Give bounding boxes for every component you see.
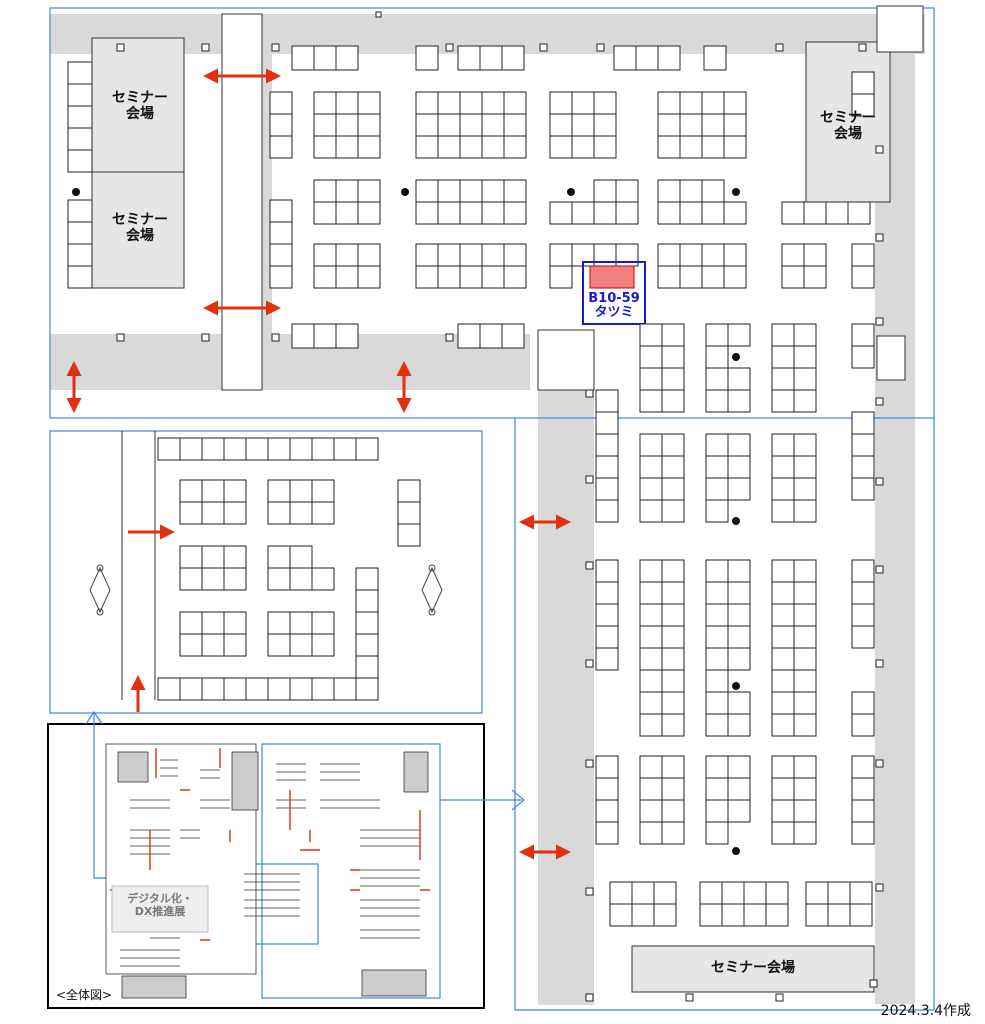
highlighted-booth-outline: [582, 261, 646, 325]
middle-hall: [49, 430, 483, 714]
booth-name: タツミ: [594, 305, 634, 320]
seminar-label-top-left-1: セミナー 会場: [100, 90, 180, 122]
top-hall: [49, 5, 935, 1011]
seminar-label-line: セミナー: [820, 110, 876, 126]
seminar-room: [631, 945, 875, 993]
overview-label-line: デジタル化・: [127, 892, 193, 905]
overview-caption: <全体図>: [56, 988, 113, 1002]
overview-label-line: DX推進展: [134, 905, 186, 918]
seminar-label-line: セミナー: [112, 212, 168, 228]
overview-hall-label: デジタル化・ DX推進展: [112, 892, 208, 918]
highlighted-booth-label[interactable]: B10-59 タツミ: [583, 292, 645, 320]
seminar-label-line: 会場: [834, 126, 862, 142]
seminar-room: [91, 37, 185, 173]
seminar-label-line: 会場: [126, 228, 154, 244]
booth-code: B10-59: [588, 291, 640, 306]
seminar-room: [91, 171, 185, 289]
seminar-label-top-left-2: セミナー 会場: [100, 212, 180, 244]
seminar-label-bottom: セミナー会場: [711, 960, 795, 976]
overview-map: [47, 710, 525, 1009]
seminar-label-line: セミナー: [112, 90, 168, 106]
seminar-room: [805, 41, 891, 203]
right-hall: [519, 323, 884, 1002]
seminar-label-line: 会場: [126, 106, 154, 122]
created-date: 2024.3.4作成: [880, 1003, 971, 1019]
highlighted-booth[interactable]: [589, 265, 635, 289]
seminar-label-top-right: セミナー 会場: [806, 110, 890, 142]
